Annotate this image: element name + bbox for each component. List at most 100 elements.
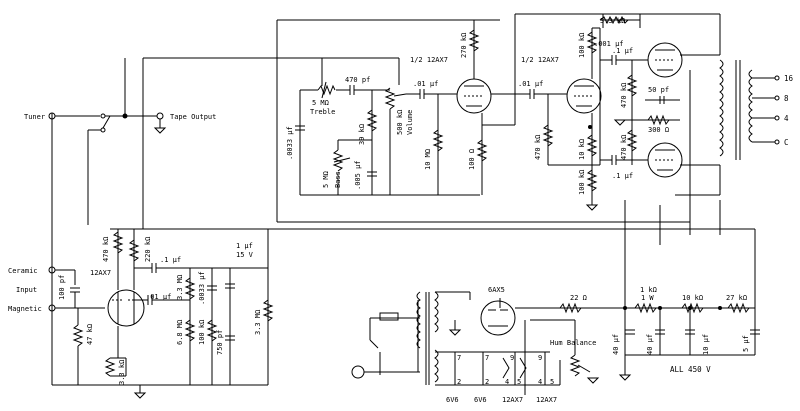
rectifier-label: 6AX5	[488, 286, 505, 294]
c-01uf-label: .01 μf	[146, 293, 171, 301]
c-1uf-label: .1 μf	[160, 256, 181, 264]
tuner-input-section: Tuner Tape Output	[24, 58, 216, 385]
c10uf-label: 10 μf	[702, 334, 710, 355]
speaker-tap-4[interactable]	[774, 115, 780, 121]
c5uf-label: 5 μf	[742, 335, 750, 352]
r220k-label: 220 kΩ	[144, 237, 152, 262]
v15-label: 15 V	[236, 251, 254, 259]
hum-balance-pot[interactable]	[569, 354, 581, 377]
r3-3m-label: 3.3 MΩ	[176, 275, 184, 300]
pin-2-b: 2	[485, 378, 489, 386]
preamp-tube-12ax7	[107, 289, 145, 327]
tone-control-section: .0033 μf 5 MΩ Treble 470 pf 39 kΩ 5 MΩ B…	[276, 19, 690, 223]
treble-pot-value: 5 MΩ	[312, 99, 329, 107]
r100k-driver-label: 100 kΩ	[578, 33, 586, 58]
c01-tone-label: .01 μf	[413, 80, 438, 88]
heater-12ax7-a: 12AX7	[502, 396, 523, 404]
r47k-label: 47 kΩ	[86, 324, 94, 345]
voltage-label: ALL 450 V	[670, 365, 711, 374]
r470k-label: 470 kΩ	[102, 237, 110, 262]
driver-tube1-label: 1/2 12AX7	[410, 56, 448, 64]
speaker-tap-c[interactable]	[774, 139, 780, 145]
magnetic-label: Magnetic	[8, 305, 42, 313]
tape-output-label: Tape Output	[170, 113, 216, 121]
c50pf-label: 50 pf	[648, 86, 669, 94]
input-label: Input	[16, 286, 37, 294]
r27k-label: 27 kΩ	[726, 294, 747, 302]
pin-4-b: 4	[538, 378, 542, 386]
fuse	[379, 312, 399, 321]
r1k-watt-label: 1 W	[641, 294, 654, 302]
driver-section: 1/2 12AX7 270 kΩ 100 Ω .01 μf 1/2 12AX7 …	[410, 13, 720, 211]
r1k-label: 1 kΩ	[640, 286, 657, 294]
r470k-out1-label: 470 kΩ	[620, 83, 628, 108]
ground-icon	[448, 329, 462, 336]
treble-label: Treble	[310, 108, 335, 116]
heater-6v6-b: 6V6	[474, 396, 487, 404]
ground-icon	[613, 119, 627, 126]
c-1-out-bot-label: .1 μf	[612, 172, 633, 180]
pin-7-a: 7	[457, 354, 461, 362]
treble-pot[interactable]	[317, 84, 336, 96]
pin-9-b: 9	[538, 354, 542, 362]
r270k-label: 270 kΩ	[460, 33, 468, 58]
heater-string: 7 7 9 9 2 2 4 5 4 5 6V6 6V6 12AX7 12AX7	[435, 351, 561, 404]
tape-output-jack[interactable]	[156, 112, 164, 120]
power-plug-icon	[351, 365, 365, 379]
heater-6v6-a: 6V6	[446, 396, 459, 404]
c100pf-label: 100 pf	[58, 275, 66, 300]
volume-pot-value: 500 kΩ	[396, 110, 404, 135]
preamp-tube-label: 12AX7	[90, 269, 111, 277]
c001-label: .001 μf	[594, 40, 624, 48]
ground-icon	[585, 204, 599, 211]
c-1-out-top-label: .1 μf	[612, 47, 633, 55]
tap-c-label: C	[784, 138, 789, 147]
speaker-tap-16[interactable]	[774, 75, 780, 81]
r3-3m-b-label: 3.3 MΩ	[254, 310, 262, 335]
selector-switch[interactable]	[102, 115, 111, 129]
r22-label: 22 Ω	[570, 294, 587, 302]
rectifier-tube-6ax5	[480, 300, 516, 336]
c0033-label: .0033 μf	[198, 271, 206, 305]
r6-8m-label: 6.8 MΩ	[176, 320, 184, 345]
r3-3k-out-label: 3.3 kΩ	[600, 17, 625, 25]
power-switch[interactable]	[369, 339, 379, 349]
pin-5-b: 5	[550, 378, 554, 386]
c40uf-1-label: 40 μf	[612, 334, 620, 355]
c40uf-2-label: 40 μf	[646, 334, 654, 355]
r470k-driver-label: 470 kΩ	[534, 135, 542, 160]
r3-3k-label: 3.3 kΩ	[118, 360, 126, 385]
power-transformer	[416, 291, 439, 385]
tuner-label: Tuner	[24, 113, 45, 121]
ground-icon	[153, 127, 167, 134]
pin-9-a: 9	[510, 354, 514, 362]
r300-label: 300 Ω	[648, 126, 669, 134]
tap-16-label: 16	[784, 74, 794, 83]
heater-12ax7-b: 12AX7	[536, 396, 557, 404]
phono-preamp-section: Ceramic Input Magnetic 100 pf 47 kΩ 12AX…	[8, 225, 755, 399]
r100k-label: 100 kΩ	[198, 320, 206, 345]
c-1uf-b-label: 1 μf	[236, 242, 253, 250]
c005-label: .005 μf	[354, 160, 362, 190]
ground-icon	[618, 374, 632, 381]
tap-8-label: 8	[784, 94, 789, 103]
output-transformer	[719, 59, 753, 160]
ground-icon	[586, 377, 600, 384]
output-stage-section: .1 μf .1 μf 3.3 kΩ 470 kΩ 470 kΩ 300 Ω 5…	[599, 14, 794, 196]
driver-tube2-label: 1/2 12AX7	[521, 56, 559, 64]
c750pf-label: 750 pf	[216, 330, 224, 355]
ground-icon	[133, 392, 147, 399]
r470k-out2-label: 470 kΩ	[620, 135, 628, 160]
pin-5-a: 5	[517, 378, 521, 386]
r39k-label: 39 kΩ	[358, 124, 366, 145]
r100k-driver2-label: 100 kΩ	[578, 170, 586, 195]
r100-label: 100 Ω	[468, 149, 476, 170]
speaker-tap-8[interactable]	[774, 95, 780, 101]
r10k-ps-label: 10 kΩ	[682, 294, 703, 302]
power-supply-section: 6AX5 22 Ω 1 kΩ 1 W 10 kΩ 27 kΩ 40 μf 40 …	[351, 195, 760, 404]
pin-4-a: 4	[505, 378, 509, 386]
volume-label: Volume	[406, 110, 414, 135]
bass-pot-value: 5 MΩ	[322, 171, 330, 188]
volume-pot[interactable]	[384, 87, 396, 110]
